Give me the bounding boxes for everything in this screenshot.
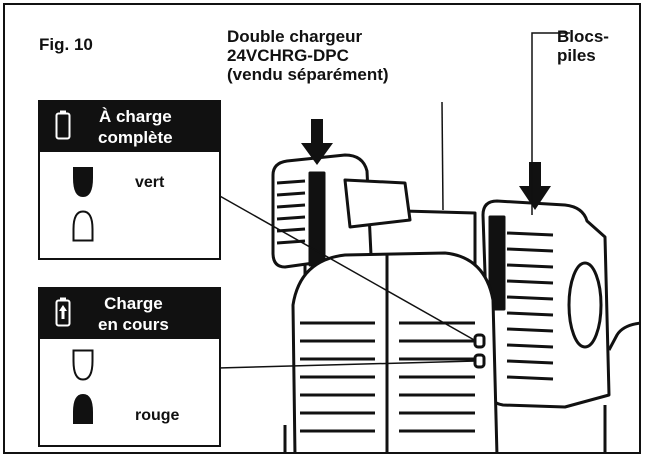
led-outline-bottom-icon — [72, 210, 94, 242]
front-charger-vents — [300, 321, 475, 433]
battery-packs-label: Blocs- piles — [557, 27, 609, 65]
figure-frame: Fig. 10 Double chargeur 24VCHRG-DPC (ven… — [3, 3, 641, 454]
battery-charging-icon — [55, 297, 71, 327]
legend-charging-title-line: Charge — [104, 294, 163, 313]
legend-full-title: À charge complète — [98, 106, 173, 148]
led-outline-top-icon — [72, 349, 94, 381]
charger-label-line: (vendu séparément) — [227, 65, 389, 84]
legend-charging: Charge en cours rouge — [38, 287, 221, 447]
charger-illustration — [217, 32, 639, 452]
legend-charging-title: Charge en cours — [98, 293, 169, 335]
legend-full-charge: À charge complète vert — [38, 100, 221, 260]
battery-empty-icon — [55, 110, 71, 140]
legend-charging-title-line: en cours — [98, 315, 169, 334]
packs-label-line: Blocs- — [557, 27, 609, 46]
leader-lines — [217, 32, 570, 369]
legend-full-state: vert — [135, 174, 165, 191]
legend-charging-state: rouge — [135, 407, 180, 424]
charger-label: Double chargeur 24VCHRG-DPC (vendu sépar… — [227, 27, 389, 84]
packs-label-line: piles — [557, 46, 596, 65]
legend-full-title-line: À charge — [98, 107, 172, 126]
led-solid-bottom-icon — [72, 393, 94, 425]
figure-label: Fig. 10 — [39, 35, 93, 54]
legend-charging-header: Charge en cours — [40, 289, 219, 339]
charger-label-line: 24VCHRG-DPC — [227, 46, 349, 65]
right-pack-ribs — [506, 231, 554, 381]
legend-full-header: À charge complète — [40, 102, 219, 152]
charger-label-line: Double chargeur — [227, 27, 363, 46]
legend-full-title-line: complète — [98, 128, 173, 147]
led-solid-top-icon — [72, 166, 94, 198]
insert-arrows — [301, 119, 551, 210]
